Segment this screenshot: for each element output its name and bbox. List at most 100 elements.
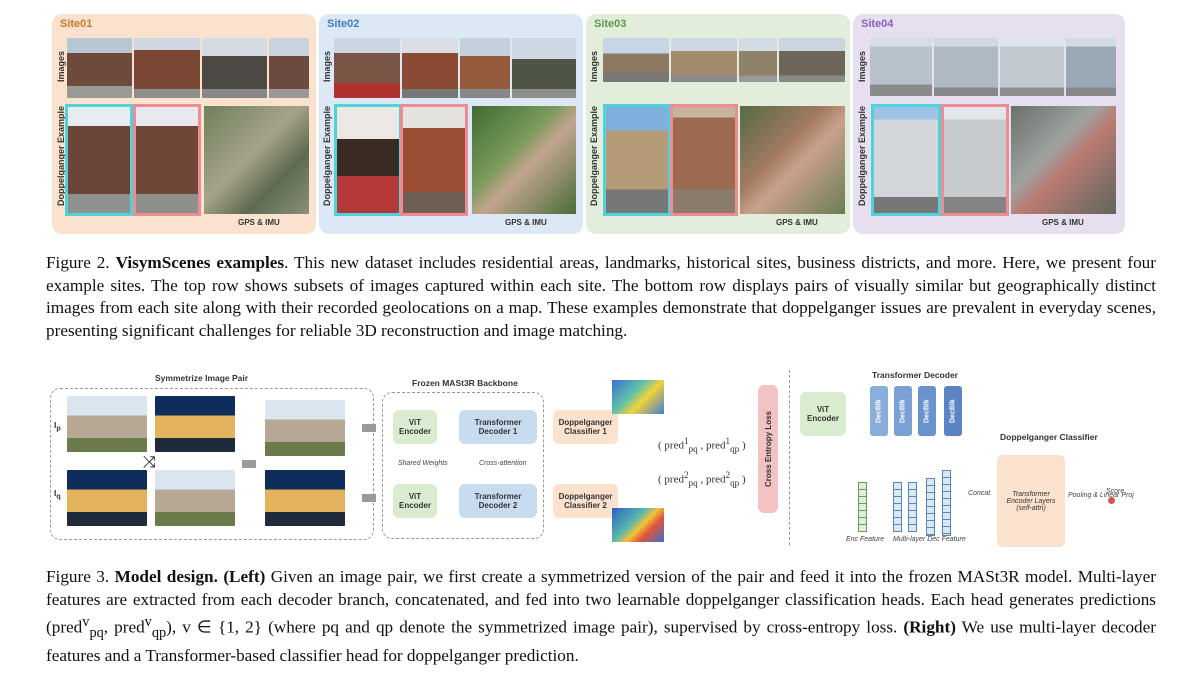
backbone-title: Frozen MASt3R Backbone [412, 378, 518, 388]
decoder-block: DecBlk [894, 386, 912, 436]
image-q-sub: q [56, 492, 61, 501]
dec-feature [908, 482, 917, 532]
site-photo [334, 38, 400, 98]
doppelganger-image [65, 104, 133, 216]
pred-text: ( pred [658, 439, 684, 452]
pooling-label: Pooling & Linear Proj [1068, 492, 1134, 499]
image-pair-photo [67, 470, 147, 526]
caption-math-sup: v [82, 614, 90, 630]
symmetrize-title: Symmetrize Image Pair [155, 373, 249, 383]
pred-sub: pq [688, 477, 698, 488]
vit-encoder-1: ViT Encoder [393, 410, 437, 444]
caption-text: . This new dataset includes residential … [46, 253, 1156, 340]
caption-prefix: Figure 3. [46, 567, 115, 586]
site-photo [67, 38, 132, 98]
arrow [362, 494, 376, 502]
site-photo [202, 38, 267, 98]
row-label-doppelganger: Doppelganger Example [589, 105, 599, 206]
satellite-map [740, 106, 845, 214]
caption-math: , pred [103, 617, 145, 637]
backbone-box [382, 392, 544, 539]
row-label-images: Images [589, 50, 599, 82]
divider [789, 370, 790, 545]
arrow [362, 424, 376, 432]
transformer-decoder-title: Transformer Decoder [872, 370, 958, 380]
symmetrized-photo [265, 400, 345, 456]
dec-feature-label: Multi-layer Dec Feature [893, 536, 966, 543]
pred-sub: qp [730, 477, 740, 488]
enc-feature-label: Enc Feature [846, 536, 885, 543]
site-photo [739, 38, 777, 82]
dec-feature [893, 482, 902, 532]
pred-sub: pq [688, 443, 698, 454]
prediction-2: ( pred2pq , pred2qp ) [658, 470, 746, 488]
site-name: Site01 [60, 18, 93, 30]
pred-text: ) [739, 439, 746, 452]
caption-math-sub: qp [151, 625, 167, 642]
site-photo [603, 38, 669, 82]
map-label: GPS & IMU [505, 218, 547, 227]
shared-weights-label: Shared Weights [398, 460, 448, 467]
site-name: Site03 [594, 18, 627, 30]
pred-sub: qp [730, 443, 740, 454]
caption-bold: Model design. (Left) [114, 567, 266, 586]
map-label: GPS & IMU [238, 218, 280, 227]
cross-entropy-loss: Cross Entropy Loss [758, 385, 778, 513]
caption-text: (where pq and qp denote the symmetrized … [262, 617, 904, 637]
site-name: Site02 [327, 18, 360, 30]
satellite-map [204, 106, 309, 214]
cross-attention-label: Cross-attention [479, 460, 527, 467]
doppelganger-image [400, 104, 468, 216]
site-photo [1000, 38, 1064, 96]
site-photo [134, 38, 200, 98]
pred-text: , pred [697, 439, 726, 452]
doppelganger-image [871, 104, 941, 216]
figure-3-caption: Figure 3. Model design. (Left) Given an … [46, 566, 1156, 667]
caption-text: Given an image pair, we first create a s… [46, 567, 1157, 609]
caption-bold: VisymScenes examples [115, 253, 285, 272]
pred-sup: 2 [725, 470, 731, 480]
site-photo [934, 38, 998, 96]
site-photo [460, 38, 510, 98]
row-label-doppelganger: Doppelganger Example [322, 105, 332, 206]
site-name: Site04 [861, 18, 894, 30]
image-pair-photo [155, 470, 235, 526]
pred-sup: 1 [683, 436, 689, 446]
image-q-letter: I [54, 488, 57, 498]
encoder-layers-label: Transformer Encoder Layers (self-attn) [1006, 490, 1056, 512]
enc-feature [858, 482, 867, 532]
pred-sup: 2 [683, 470, 689, 480]
symmetrized-photo [265, 470, 345, 526]
doppelganger-image [334, 104, 402, 216]
decoder-block: DecBlk [870, 386, 888, 436]
row-label-doppelganger: Doppelganger Example [857, 105, 867, 206]
satellite-map [1011, 106, 1116, 214]
site-photo [402, 38, 458, 98]
image-p-label: Ip [54, 420, 61, 433]
score-dot [1108, 497, 1115, 504]
symmetrize-box [50, 388, 374, 540]
site-photo [671, 38, 737, 82]
caption-text: We use multi-layer decoder features and … [46, 617, 1157, 665]
site-photo [512, 38, 576, 98]
doppelganger-classifier-1: Doppelganger Classifier 1 [553, 410, 618, 444]
satellite-map [472, 106, 576, 214]
classifier-block: Transformer Encoder Layers (self-attn) [997, 455, 1065, 547]
image-p-sub: p [56, 424, 61, 433]
row-label-images: Images [56, 50, 66, 82]
dec-feature [926, 478, 935, 536]
score-label: Score [1106, 488, 1125, 495]
doppelganger-classifier-2: Doppelganger Classifier 2 [553, 484, 618, 518]
image-q-label: Iq [54, 488, 61, 501]
transformer-decoder-1: Transformer Decoder 1 [459, 410, 537, 444]
decoder-block: DecBlk [918, 386, 936, 436]
caption-math: ), v ∈ {1, 2} [166, 617, 262, 637]
site-photo [870, 38, 932, 96]
arrow [242, 460, 256, 468]
loss-label: Cross Entropy Loss [763, 410, 773, 487]
caption-bold: (Right) [903, 617, 956, 637]
figure-2-caption: Figure 2. VisymScenes examples. This new… [46, 252, 1156, 342]
site-photo [269, 38, 309, 98]
pred-text: ) [739, 473, 746, 486]
swap-icon: ⤨ [143, 452, 156, 471]
